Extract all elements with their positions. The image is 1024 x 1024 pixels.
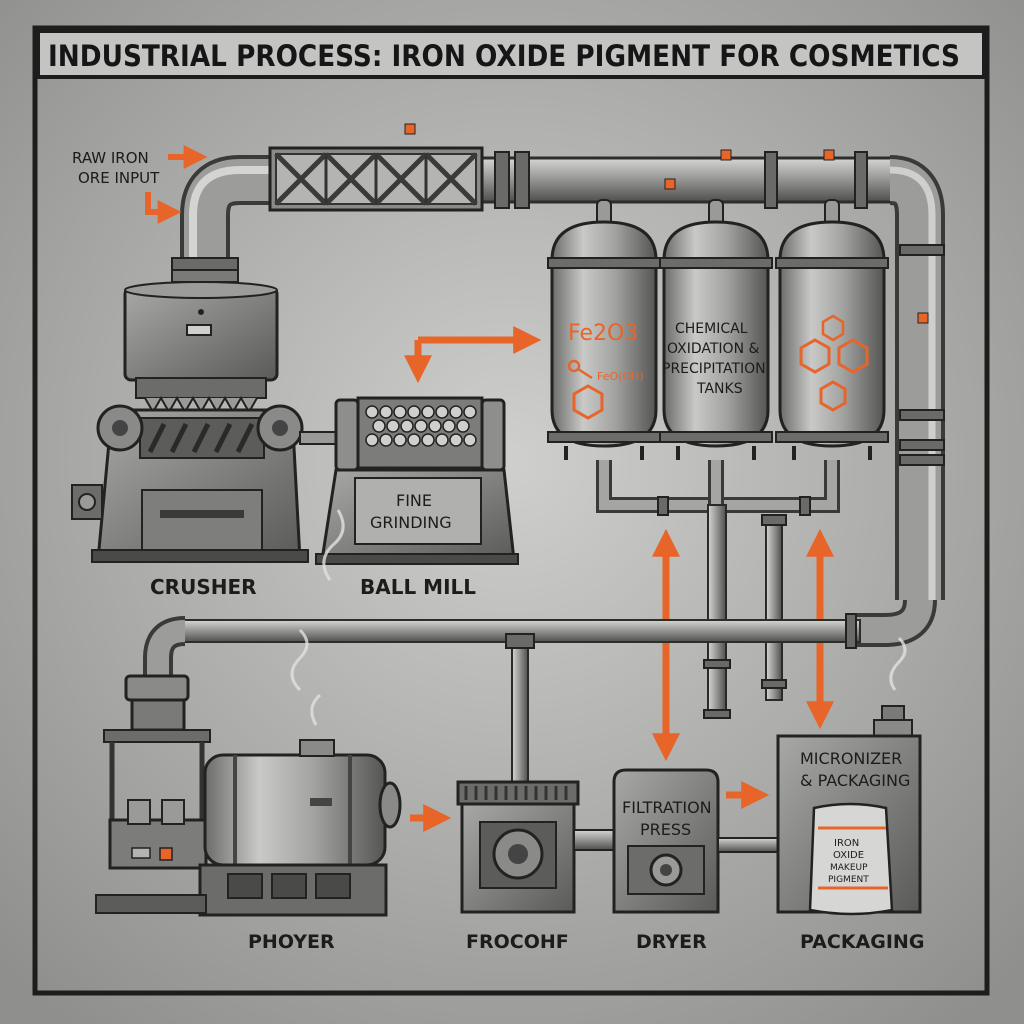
bag-label-line3: MAKEUP	[830, 863, 868, 873]
ball-mill-plate-line1: FINE	[396, 491, 432, 510]
crusher-label: CRUSHER	[150, 575, 257, 599]
arrow-icon	[145, 192, 182, 224]
indicator-light-icon	[823, 149, 835, 161]
benzene-ring-icon	[799, 338, 831, 374]
packaging-label: PACKAGING	[800, 931, 924, 953]
indicator-light-icon	[159, 847, 173, 861]
frame-border	[32, 25, 990, 996]
micronizer-label-line2: & PACKAGING	[800, 771, 910, 790]
bag-label-line4: PIGMENT	[828, 875, 869, 885]
indicator-light-icon	[664, 178, 676, 190]
dryer-label: DRYER	[636, 931, 707, 953]
filtration-press: FILTRATION PRESS DRYER	[612, 768, 779, 953]
bag-label-line2: OXIDE	[833, 850, 864, 861]
filtration-label-line1: FILTRATION	[622, 798, 712, 817]
return-pipeline	[143, 613, 861, 785]
page-title: INDUSTRIAL PROCESS: IRON OXIDE PIGMENT F…	[48, 39, 960, 73]
input-label-line1: RAW IRON	[72, 149, 149, 167]
frocohf-label: FROCOHF	[466, 931, 569, 953]
indicator-lights	[404, 123, 929, 324]
benzene-ring-icon	[572, 384, 604, 420]
tank1-formula-secondary: FeO(OH)	[597, 370, 644, 383]
benzene-ring-icon	[821, 314, 845, 342]
tank-3	[775, 199, 889, 460]
micronizer-label-line1: MICRONIZER	[800, 749, 902, 768]
raw-ore-input: RAW IRON ORE INPUT	[72, 145, 208, 224]
chemical-tanks: Fe2O3 FeO(OH) CHEMICAL OXIDATION & PRECI…	[547, 199, 889, 460]
indicator-light-icon	[404, 123, 416, 135]
benzene-ring-icon	[819, 380, 847, 412]
tanks-label-line2: OXIDATION &	[667, 341, 759, 357]
indicator-light-icon	[720, 149, 732, 161]
indicator-light-icon	[917, 312, 929, 324]
filtration-label-line2: PRESS	[640, 820, 691, 839]
crusher: CRUSHER	[71, 281, 343, 599]
tank1-formula-primary: Fe2O3	[568, 321, 638, 346]
mill-to-tanks-arrows	[404, 326, 542, 384]
truss-conveyor	[268, 146, 484, 212]
phoyer-machine: PHOYER	[95, 674, 402, 953]
ball-mill: FINE GRINDING BALL MILL	[315, 396, 519, 599]
frocohf-machine: FROCOHF	[456, 780, 615, 953]
tank-manifold	[596, 460, 840, 719]
tanks-label-line1: CHEMICAL	[675, 321, 748, 337]
tanks-label-line4: TANKS	[696, 381, 743, 397]
benzene-ring-icon	[837, 338, 869, 374]
steam-wisps	[290, 509, 907, 726]
title-bar: INDUSTRIAL PROCESS: IRON OXIDE PIGMENT F…	[36, 29, 986, 79]
input-label-line2: ORE INPUT	[78, 169, 160, 187]
tanks-label-line3: PRECIPITATION	[662, 361, 766, 377]
tank-2: CHEMICAL OXIDATION & PRECIPITATION TANKS	[659, 199, 773, 460]
top-pipeline	[171, 151, 945, 647]
phoyer-label: PHOYER	[248, 931, 335, 953]
tank-1: Fe2O3 FeO(OH)	[547, 199, 661, 460]
micronizer-packaging: MICRONIZER & PACKAGING IRON OXIDE MAKEUP…	[776, 705, 924, 953]
ball-mill-label: BALL MILL	[360, 575, 476, 599]
ball-mill-plate-line2: GRINDING	[370, 513, 452, 532]
bag-label-line1: IRON	[834, 838, 859, 849]
